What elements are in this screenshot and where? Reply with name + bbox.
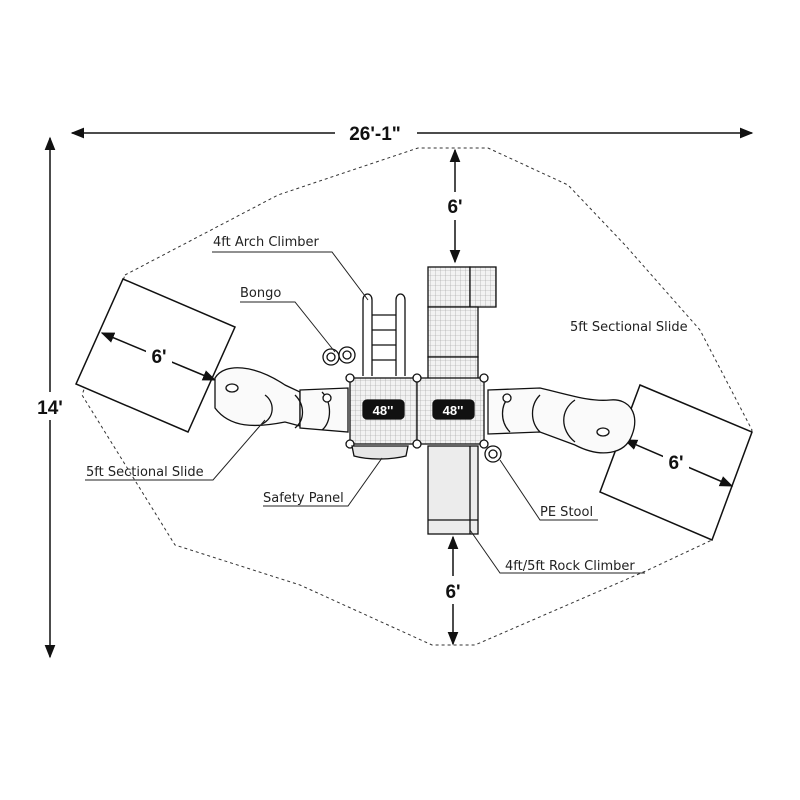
deck-left: 48'' bbox=[349, 377, 418, 445]
width-dimension-label: 26'-1" bbox=[349, 124, 401, 145]
leader-pe-stool bbox=[499, 459, 598, 521]
deck-right-size: 48'' bbox=[443, 403, 464, 418]
deck-posts bbox=[345, 373, 489, 449]
tower-top bbox=[427, 266, 497, 380]
left-zone-dimension-label: 6' bbox=[151, 347, 166, 368]
callout-pe-stool: PE Stool bbox=[540, 505, 593, 520]
right-zone-dimension-label: 6' bbox=[668, 453, 683, 474]
right-sectional-slide bbox=[487, 387, 636, 454]
deck-left-size: 48'' bbox=[373, 403, 394, 418]
callout-leaders bbox=[85, 251, 645, 574]
pe-stool bbox=[484, 445, 502, 463]
left-sectional-slide bbox=[214, 367, 349, 433]
bottom-clearance-label: 6' bbox=[445, 582, 460, 603]
leader-rock-climber bbox=[469, 529, 645, 574]
rock-climber bbox=[427, 445, 479, 535]
safety-panel bbox=[351, 445, 409, 460]
callout-arch-climber: 4ft Arch Climber bbox=[213, 235, 320, 250]
leader-slide-left bbox=[85, 419, 266, 481]
callout-rock-climber: 4ft/5ft Rock Climber bbox=[505, 559, 635, 574]
arch-climber bbox=[362, 293, 406, 376]
deck-right: 48'' bbox=[416, 377, 485, 445]
leader-bongo bbox=[240, 301, 336, 353]
depth-dimension-label: 14' bbox=[37, 398, 63, 419]
leader-arch-climber bbox=[212, 251, 369, 301]
bongo bbox=[322, 346, 356, 366]
callout-safety-panel: Safety Panel bbox=[263, 491, 344, 506]
safety-zone-outline bbox=[81, 147, 753, 646]
callout-slide-right: 5ft Sectional Slide bbox=[570, 320, 688, 335]
callout-slide-left: 5ft Sectional Slide bbox=[86, 465, 204, 480]
top-clearance-label: 6' bbox=[447, 197, 462, 218]
leader-safety-panel bbox=[263, 457, 383, 507]
callout-bongo: Bongo bbox=[240, 286, 281, 301]
